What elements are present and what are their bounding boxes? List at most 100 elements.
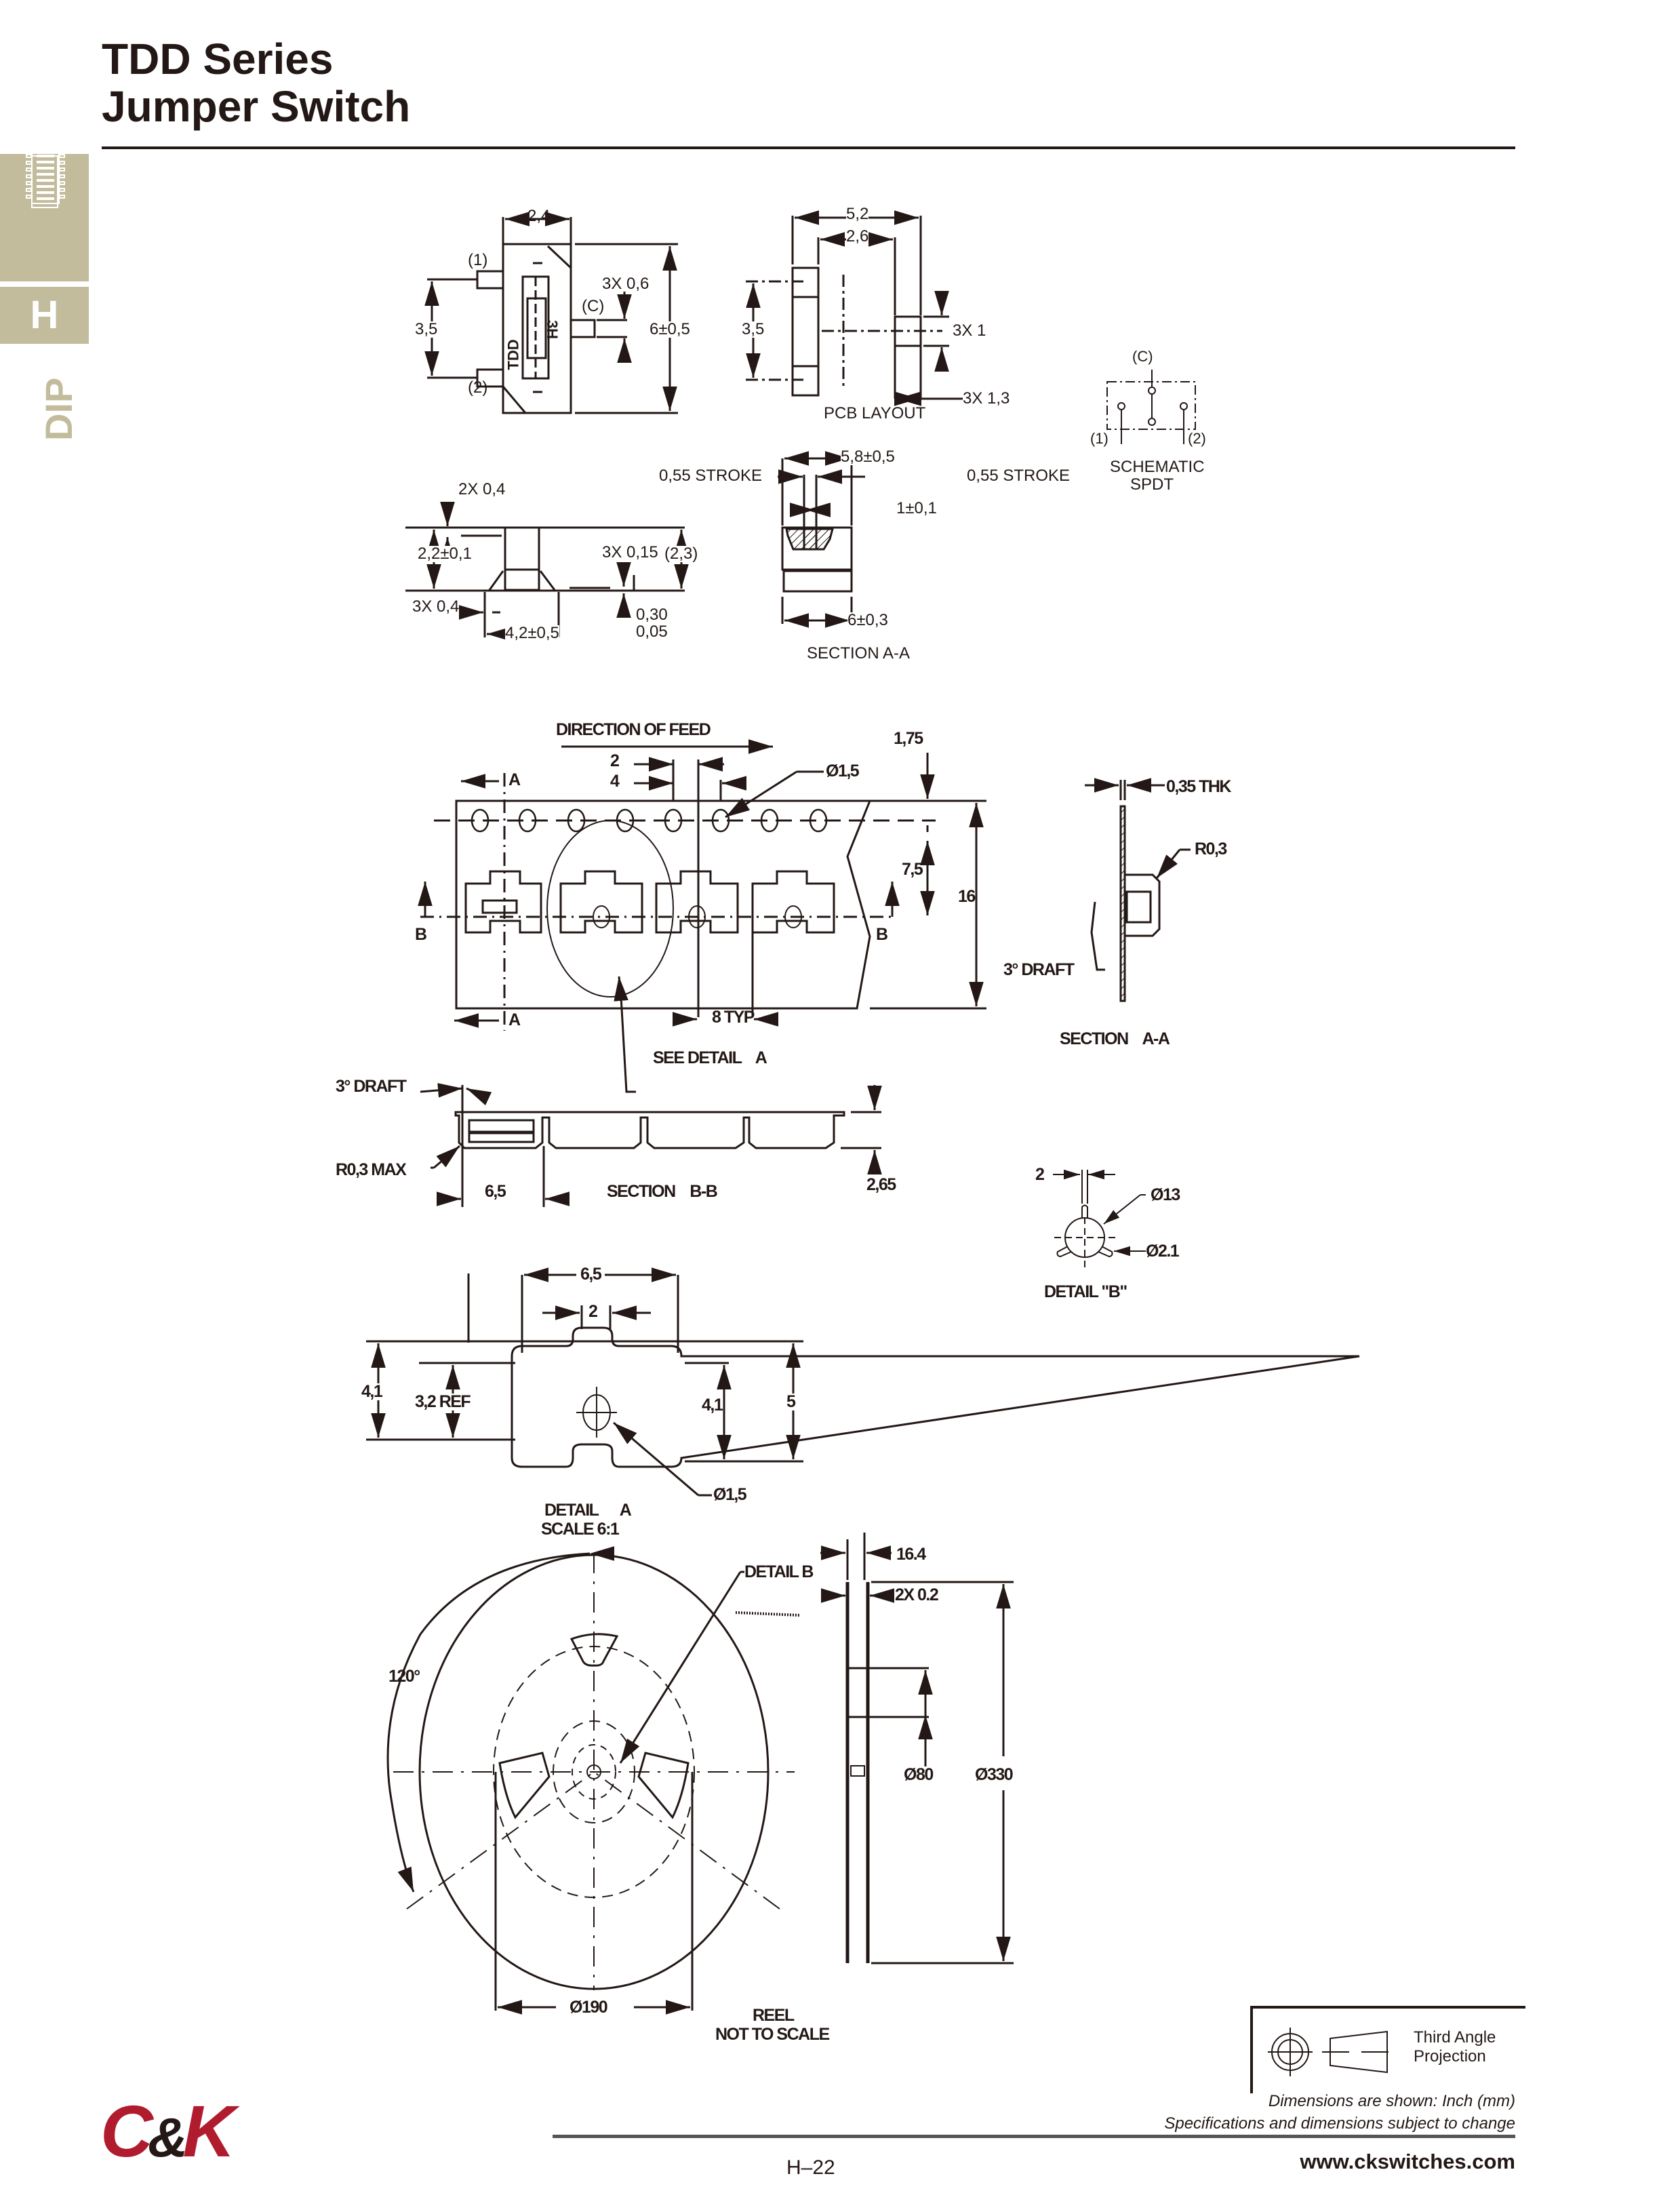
side-standoff-max: 0,30 (636, 606, 668, 624)
logo-amp: & (148, 2107, 188, 2169)
tape-section-a-bottom: A (508, 1010, 521, 1029)
third-angle-projection-symbol (1250, 2006, 1525, 2093)
tape-width: 16 (958, 887, 976, 906)
pin2-label: (2) (468, 378, 488, 397)
pinC-label: (C) (582, 297, 605, 315)
dim-top-height: 6±0,5 (650, 320, 690, 338)
schematic-drawing (1106, 370, 1196, 444)
sch-pinC: (C) (1132, 348, 1153, 365)
side-overall-h: (2,3) (664, 545, 698, 563)
side-lead-thk: 3X 0,15 (602, 543, 658, 561)
side-lead-w: 3X 0,4 (412, 597, 460, 616)
change-note: Specifications and dimensions subject to… (1164, 2114, 1515, 2133)
page-title: TDD Series Jumper Switch (102, 35, 410, 130)
pin1-label: (1) (468, 251, 488, 269)
section-aa-switch-drawing (778, 451, 865, 628)
sch-title-2: SPDT (1130, 475, 1174, 494)
detaila-title-1: DETAIL A (544, 1501, 632, 1520)
reel-detail-b: DETAIL B (744, 1562, 814, 1581)
tape-aa-draft: 3° DRAFT (1003, 960, 1075, 979)
tape-direction: DIRECTION OF FEED (556, 720, 711, 739)
projection-line-1: Third Angle (1414, 2028, 1496, 2047)
tape-see-detail: SEE DETAIL A (653, 1048, 767, 1067)
detail-b-drawing (1053, 1169, 1146, 1271)
tape-pitch: 8 TYP (712, 1008, 755, 1027)
tape-section-b-left: B (415, 925, 427, 944)
tape-section-a-top: A (508, 770, 521, 789)
pcb-title: PCB LAYOUT (824, 404, 926, 422)
sch-pin1: (1) (1090, 430, 1108, 447)
detaila-notch: 2 (588, 1302, 598, 1321)
reel-title-1: REEL (753, 2006, 795, 2025)
tape-aa-thk: 0,35 THK (1166, 777, 1231, 796)
aa-stroke-right: 0,55 STROKE (967, 467, 1071, 485)
tape-hole-offset: 2 (610, 751, 620, 770)
pcb-pad-h: 3X 1 (953, 321, 986, 340)
aa-width: 5,8±0,5 (841, 448, 895, 466)
sch-title-1: SCHEMATIC (1110, 458, 1205, 476)
detaila-width: 6,5 (576, 1266, 605, 1283)
dip-switch-icon-graphic (26, 150, 65, 204)
header-rule (102, 146, 1515, 149)
carrier-tape-drawing (418, 739, 986, 1093)
side-height: 2,2±0,1 (418, 545, 472, 563)
dim-top-pitch: 3,5 (415, 320, 438, 338)
tape-bb-title: SECTION B-B (607, 1182, 718, 1201)
marking-tdd: TDD (504, 339, 522, 370)
tape-hole-pitch: 4 (610, 772, 620, 791)
pcb-pad-w: 3X 1,3 (963, 389, 1010, 408)
tape-aa-radius: R0,3 (1195, 840, 1227, 858)
pcb-pitch: 3,5 (742, 320, 765, 338)
tape-hole-dia: Ø1,5 (826, 762, 860, 781)
units-note: Dimensions are shown: Inch (mm) (1268, 2092, 1515, 2110)
tape-section-aa-drawing (1085, 778, 1191, 1002)
tape-bb-depth: 2,65 (866, 1175, 896, 1194)
aa-body: 6±0,3 (847, 611, 888, 629)
pcb-inner: 2,6 (846, 227, 869, 245)
side-span: 4,2±0,5 (505, 624, 559, 642)
marking-3h: 3H (544, 319, 561, 340)
ck-logo: C&K (100, 2089, 235, 2173)
reel-drawing (386, 1533, 1014, 2015)
side-lead-top: 2X 0,4 (458, 480, 506, 498)
dim-top-width: 2,4 (527, 207, 551, 225)
reel-hub: Ø80 (904, 1765, 934, 1784)
reel-title-2: NOT TO SCALE (715, 2025, 830, 2044)
aa-stroke-left: 0,55 STROKE (659, 467, 763, 485)
detaila-title-2: SCALE 6:1 (541, 1520, 620, 1539)
pcb-overall: 5,2 (846, 205, 869, 223)
detaila-ref: 3,2 REF (415, 1392, 471, 1411)
reel-angle: 120° (388, 1667, 420, 1686)
title-line-2: Jumper Switch (102, 82, 411, 131)
tape-aa-title: SECTION A-A (1060, 1029, 1170, 1048)
detaila-total-h: 5 (786, 1392, 796, 1411)
detailb-title: DETAIL "B" (1044, 1282, 1127, 1301)
detaila-hole: Ø1,5 (713, 1485, 747, 1504)
side-standoff-min: 0,05 (636, 623, 668, 641)
logo-k: K (182, 2090, 235, 2172)
detailb-slot: 2 (1035, 1165, 1045, 1184)
tape-edge: 1,75 (894, 729, 923, 748)
aa-actuator: 1±0,1 (896, 499, 937, 517)
dim-pad-width: 3X 0,6 (602, 275, 650, 293)
website-link[interactable]: www.ckswitches.com (1300, 2150, 1515, 2173)
page-number: H–22 (786, 2156, 835, 2179)
detaila-left-h: 4,1 (361, 1382, 383, 1401)
tape-section-bb-drawing (420, 1083, 882, 1207)
detaila-right-h: 4,1 (702, 1396, 723, 1415)
sch-pin2: (2) (1188, 430, 1206, 447)
reel-inner: Ø190 (570, 1998, 608, 2017)
detailb-hub: Ø13 (1151, 1185, 1180, 1204)
tape-section-b-right: B (876, 925, 888, 944)
tape-bb-draft: 3° DRAFT (336, 1077, 407, 1096)
tape-bb-pocket: 6,5 (485, 1182, 506, 1201)
top-view-drawing (424, 212, 678, 414)
section-letter: H (30, 293, 59, 337)
title-line-1: TDD Series (102, 35, 334, 83)
projection-line-2: Projection (1414, 2047, 1486, 2066)
tape-center: 7,5 (902, 860, 923, 879)
section-letter-tab: H (0, 287, 89, 344)
tape-bb-radius: R0,3 MAX (336, 1160, 407, 1179)
footer-rule (553, 2135, 1515, 2138)
